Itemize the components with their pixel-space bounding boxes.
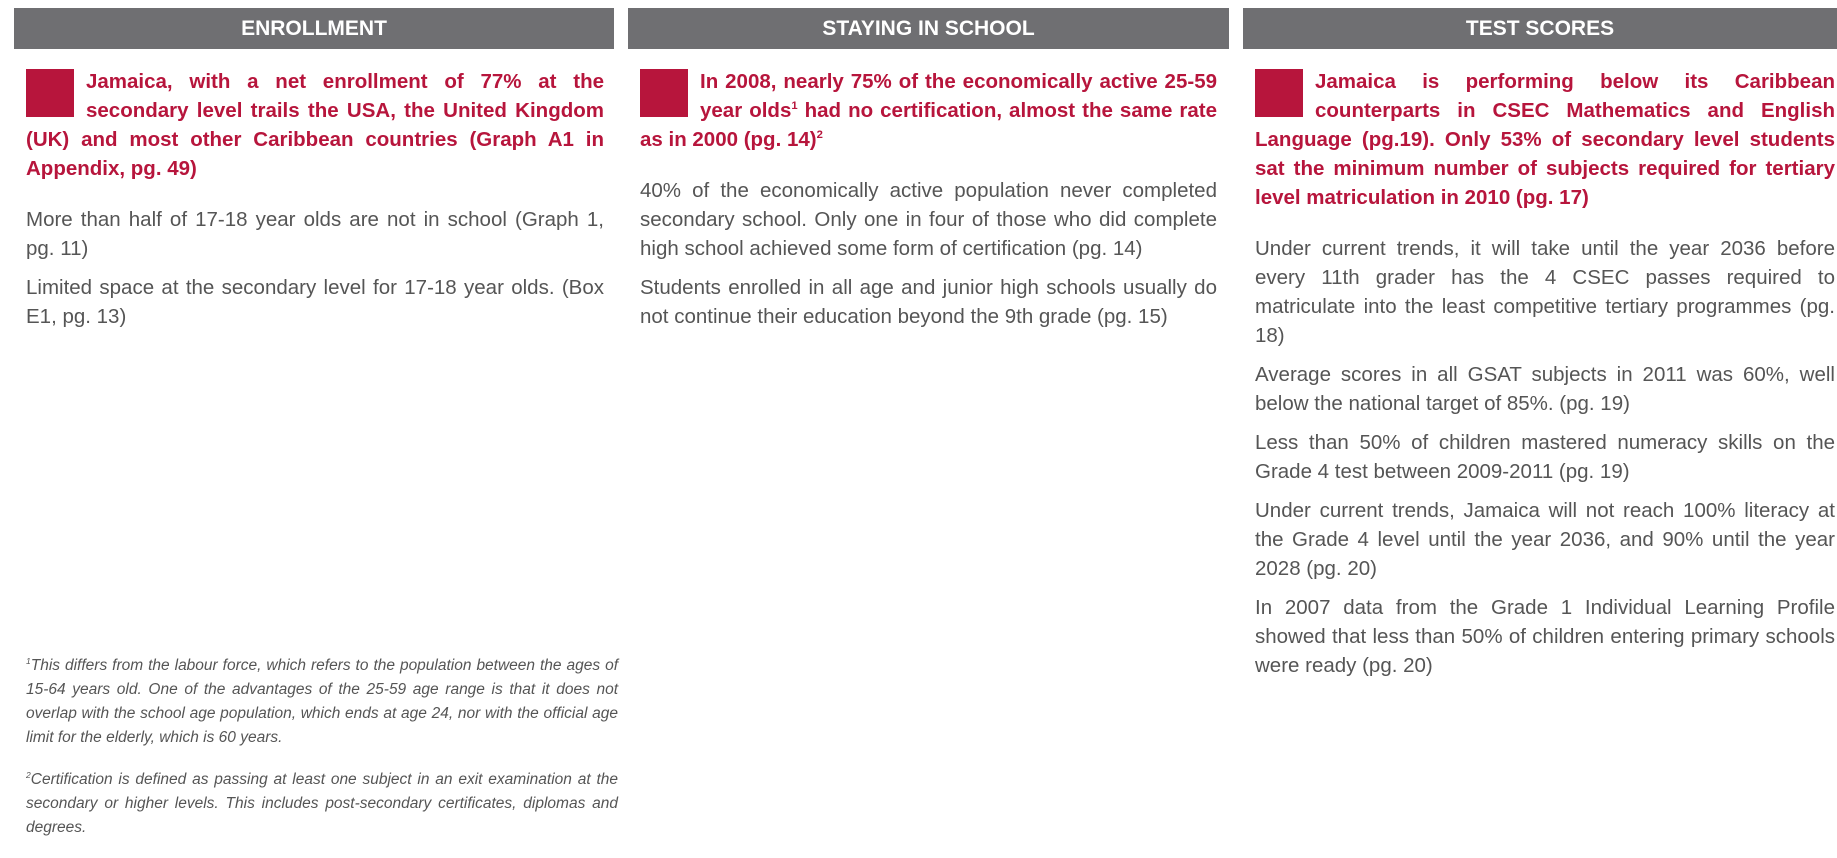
- footnote-mark-2: 2: [26, 769, 31, 780]
- test-scores-paragraph: Under current trends, it will take until…: [1255, 237, 1835, 347]
- staying-paragraph: 40% of the economically active populatio…: [640, 179, 1217, 260]
- enrollment-lead: Jamaica, with a net enrollment of 77% at…: [26, 67, 604, 183]
- staying-paragraph: Students enrolled in all age and junior …: [640, 276, 1217, 328]
- enrollment-column: ENROLLMENT Jamaica, with a net enrollmen…: [14, 8, 628, 341]
- test-scores-paragraph: In 2007 data from the Grade 1 Individual…: [1255, 596, 1835, 677]
- staying-lead-text-2: had no certification, almost the same ra…: [640, 99, 1217, 151]
- test-scores-body: Under current trends, it will take until…: [1255, 234, 1835, 680]
- footnote-1-text: This differs from the labour force, whic…: [26, 657, 618, 746]
- staying-lead-text-1: In 2008, nearly 75% of the economically …: [700, 70, 1217, 122]
- staying-in-school-column: STAYING IN SCHOOL In 2008, nearly 75% of…: [628, 8, 1229, 341]
- test-scores-paragraph: Average scores in all GSAT subjects in 2…: [1255, 363, 1835, 415]
- test-scores-paragraph: Less than 50% of children mastered numer…: [1255, 431, 1835, 483]
- accent-square-icon: [1255, 69, 1303, 117]
- test-scores-column: TEST SCORES Jamaica is performing below …: [1243, 8, 1837, 690]
- enrollment-paragraph: More than half of 17-18 year olds are no…: [26, 208, 604, 260]
- enrollment-header: ENROLLMENT: [14, 8, 614, 49]
- staying-in-school-header: STAYING IN SCHOOL: [628, 8, 1229, 49]
- footnote-2: 2Certification is defined as passing at …: [26, 768, 618, 840]
- accent-square-icon: [640, 69, 688, 117]
- staying-in-school-lead: In 2008, nearly 75% of the economically …: [640, 67, 1217, 154]
- accent-square-icon: [26, 69, 74, 117]
- enrollment-lead-text: Jamaica, with a net enrollment of 77% at…: [26, 70, 604, 180]
- footnote-ref-2: 2: [816, 129, 823, 142]
- footnote-ref-1: 1: [791, 100, 798, 113]
- test-scores-paragraph: Under current trends, Jamaica will not r…: [1255, 499, 1835, 580]
- footnotes: 1This differs from the labour force, whi…: [26, 654, 618, 858]
- footnote-2-text: Certification is defined as passing at l…: [26, 771, 618, 836]
- enrollment-body: More than half of 17-18 year olds are no…: [26, 205, 604, 331]
- test-scores-header: TEST SCORES: [1243, 8, 1837, 49]
- footnote-mark-1: 1: [26, 655, 31, 666]
- enrollment-paragraph: Limited space at the secondary level for…: [26, 276, 604, 328]
- test-scores-lead-text: Jamaica is performing below its Caribbea…: [1255, 70, 1835, 209]
- footnote-1: 1This differs from the labour force, whi…: [26, 654, 618, 750]
- test-scores-lead: Jamaica is performing below its Caribbea…: [1255, 67, 1835, 212]
- staying-in-school-body: 40% of the economically active populatio…: [640, 176, 1217, 331]
